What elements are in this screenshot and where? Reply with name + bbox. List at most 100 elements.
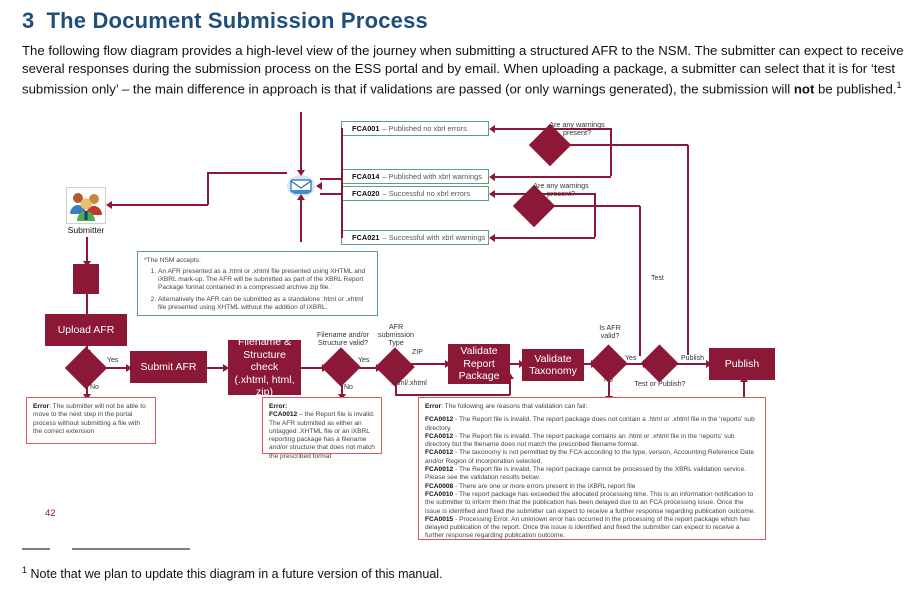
fca-text: Successful with xbrl warnings (388, 233, 486, 242)
edge-line (622, 363, 644, 365)
process-submit-afr: Submit AFR (130, 351, 207, 383)
edge-label-yes: Yes (625, 355, 637, 362)
error-item: FCA0012 - The Report file is invalid. Th… (425, 466, 759, 483)
edge-line (509, 377, 511, 395)
fca-text: Successful no xbrl errors (388, 189, 471, 198)
error-text: - The Report file is invalid. The report… (425, 416, 755, 432)
edge-label-publish: Publish (681, 355, 704, 362)
fca-code: FCA001 (352, 124, 380, 133)
error-label: Error (33, 403, 50, 410)
note-item: Alternatively the AFR can be submitted a… (158, 296, 371, 312)
process-label: Upload AFR (57, 323, 115, 336)
nsm-accepts-note: *The NSM accepts: An AFR presented as a … (137, 251, 378, 316)
page-number: 42 (45, 508, 56, 519)
edge-label-no: No (344, 384, 353, 391)
error-intro: Error: The following are reasons that va… (425, 403, 759, 411)
process-label: Publish (724, 357, 760, 370)
edge-arrow (489, 173, 495, 181)
edge-line (395, 394, 510, 396)
edge-label-yes: Yes (107, 357, 119, 364)
error-code: FCA0012 (425, 466, 454, 474)
error-box-right: Error: The following are reasons that va… (418, 397, 766, 540)
edge-label-yes: Yes (358, 357, 370, 364)
error-box-middle: Error:FCA0012 – the Report file is inval… (262, 397, 382, 460)
edge-line (409, 363, 446, 365)
connector-block (73, 264, 99, 294)
footnote-rule-short (22, 548, 50, 551)
process-publish: Publish (709, 348, 775, 380)
error-code: FCA0010 (425, 490, 454, 498)
section-title: The Document Submission Process (46, 8, 428, 33)
footnote-rule-long (72, 548, 190, 551)
error-text: - Processing Error. An unknown error has… (425, 515, 751, 540)
submitter-icon-box (66, 187, 106, 224)
edge-arrow (489, 125, 495, 133)
error-text: – the Report file is invalid. The AFR su… (269, 411, 375, 460)
edge-arrow (561, 141, 567, 149)
edge-line (565, 144, 688, 146)
edge-arrow (740, 376, 748, 382)
edge-line (300, 198, 302, 242)
edge-line (86, 294, 88, 314)
edge-arrow (489, 234, 495, 242)
edge-line (493, 128, 611, 130)
error-code: FCA0015 (425, 515, 454, 523)
error-text: - The report package has exceeded the al… (425, 490, 756, 515)
error-item: FCA0012 - The Report file is invalid. Th… (425, 433, 759, 450)
decision-label-submission-type: AFR submission Type (378, 322, 414, 348)
edge-line (584, 363, 592, 365)
error-item: FCA0010 - The report package has exceede… (425, 491, 759, 516)
footnote-text: Note that we plan to update this diagram… (30, 567, 443, 582)
note-list: An AFR presented as a .html or .xhtml fi… (144, 268, 371, 312)
edge-line (320, 178, 341, 180)
fca-message-box: FCA021– Successful with xbrl warnings (341, 230, 489, 245)
edge-arrow (506, 373, 514, 379)
error-box-left: Error: The submitter will not be able to… (26, 397, 156, 444)
edge-line (493, 193, 595, 195)
footnote: 1 Note that we plan to update this diagr… (22, 565, 443, 581)
edge-label-zip: ZIP (412, 349, 423, 356)
error-text: - The taxonomy is not permitted by the F… (425, 449, 755, 465)
fca-code: FCA021 (352, 233, 380, 242)
edge-line (743, 380, 745, 402)
edge-arrow (297, 194, 305, 200)
edge-line (493, 176, 611, 178)
edge-arrow (106, 201, 112, 209)
edge-line (608, 377, 610, 399)
edge-line (639, 206, 641, 356)
fca-message-box: FCA014– Published with xbrl warnings (341, 169, 489, 184)
edge-arrow (297, 170, 305, 176)
error-item: FCA0012 - The taxonomy is not permitted … (425, 449, 759, 466)
edge-line (86, 383, 88, 397)
error-text: - The Report file is invalid. The report… (425, 432, 735, 449)
edge-label-test: Test (651, 275, 664, 282)
error-label: Error (425, 403, 442, 410)
error-item: FCA0008 - There are one or more errors p… (425, 483, 759, 491)
submitter-label: Submitter (67, 225, 105, 235)
footnote-marker: 1 (22, 565, 28, 575)
intro-text-part1: The following flow diagram provides a hi… (22, 43, 904, 97)
error-text: - The Report file is invalid. The report… (425, 466, 746, 482)
error-text: : The submitter will not be able to move… (33, 403, 146, 435)
fca-message-box: FCA001– Published no xbrl errors (341, 121, 489, 136)
footnote-ref: 1 (896, 80, 902, 90)
edge-arrow (316, 182, 322, 190)
edge-line (395, 381, 397, 395)
edge-line (207, 367, 224, 369)
error-item: FCA0012 - The Report file is invalid. Th… (425, 416, 759, 433)
decision-label-warnings-2: Are any warnings present? (533, 181, 589, 198)
intro-paragraph: The following flow diagram provides a hi… (22, 42, 906, 98)
edge-line (300, 112, 302, 174)
edge-line (687, 145, 689, 355)
edge-line (510, 363, 520, 365)
edge-line (101, 367, 127, 369)
edge-label-no: No (90, 384, 99, 391)
decision-label-filename-valid: Filename and/or Structure valid? (317, 330, 369, 348)
error-code: FCA0012 (425, 416, 454, 424)
intro-text-part2: be published. (814, 81, 897, 97)
edge-line (594, 193, 596, 237)
fca-dash: – (382, 233, 387, 242)
error-intro-text: : The following are reasons that validat… (441, 403, 588, 410)
edge-line (207, 172, 287, 174)
